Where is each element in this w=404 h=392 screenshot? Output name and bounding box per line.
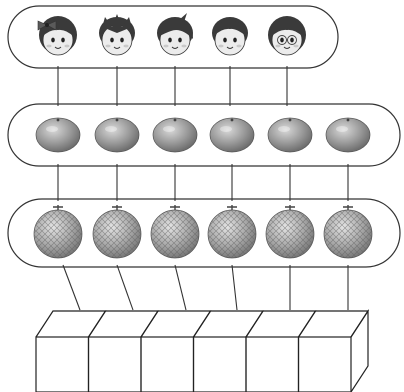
melon-icon [150,205,200,259]
orange-icon [152,117,198,153]
connector-lines [57,66,349,311]
melon-icon [265,205,315,259]
oranges-row [35,117,371,153]
melon-to-box-line [62,264,81,311]
melon-icon [323,205,373,259]
melon-to-box-line [116,264,134,311]
melon-to-box-line [231,264,238,311]
boy-tousled-hair-icon [157,13,193,56]
orange-icon [325,117,371,153]
orange-icon [35,117,81,153]
melon-icon [207,205,257,259]
melon-icon [92,205,142,259]
orange-icon [209,117,255,153]
open-box-icon [245,310,317,392]
open-box-icon [192,310,265,392]
boxes-row [35,308,370,392]
open-box-icon [87,310,160,392]
melons-row [33,205,373,259]
open-box-icon [140,310,212,392]
boy-spiky-hair-icon [99,14,135,56]
open-box-icon [35,310,107,392]
box-side-face [350,308,369,392]
orange-icon [267,117,313,153]
melon-icon [33,205,83,259]
girl-with-glasses-icon [268,16,306,56]
orange-icon [94,117,140,153]
oranges-row-frame [7,103,401,167]
children-row [37,13,306,56]
open-box-icon [297,310,370,392]
melon-to-box-line [174,264,187,311]
boy-short-hair-icon [212,17,248,56]
girl-with-hair-bow-icon [37,16,77,56]
